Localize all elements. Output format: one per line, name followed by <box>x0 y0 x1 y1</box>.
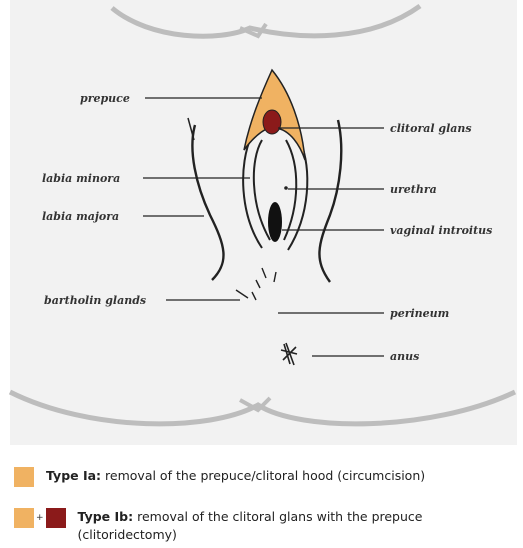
label-urethra: urethra <box>390 183 437 196</box>
legend-type-ia: Type Ia: <box>46 468 101 483</box>
plus-sign: + <box>36 508 44 528</box>
label-perineum: perineum <box>390 307 449 320</box>
legend-item-type-ia: Type Ia: removal of the prepuce/clitoral… <box>14 467 425 487</box>
prepuce-swatch <box>14 467 34 487</box>
anatomy-diagram: prepuce clitoral glans labia minora uret… <box>0 0 523 445</box>
anus-shape <box>281 343 297 365</box>
label-prepuce: prepuce <box>80 92 130 105</box>
vaginal-introitus-shape <box>268 202 282 242</box>
legend-type-ib: Type Ib: <box>78 509 134 524</box>
legend-text-ia: Type Ia: removal of the prepuce/clitoral… <box>46 467 425 485</box>
label-anus: anus <box>390 350 419 363</box>
label-labia-minora: labia minora <box>42 172 120 185</box>
label-labia-majora: labia majora <box>42 210 119 223</box>
labia-minora-right <box>284 140 296 240</box>
label-bartholin-glands: bartholin glands <box>44 294 146 307</box>
upper-body-outline <box>112 6 420 36</box>
label-clitoral-glans: clitoral glans <box>390 122 472 135</box>
legend-text-ib: Type Ib: removal of the clitoral glans w… <box>78 508 498 544</box>
label-vaginal-introitus: vaginal introitus <box>390 224 492 237</box>
labia-minora-left <box>254 140 270 240</box>
prepuce-swatch <box>14 508 34 528</box>
inner-fold-left <box>243 135 262 248</box>
urethra-point <box>284 186 288 190</box>
perineum-mark <box>256 268 276 288</box>
bartholin-mark <box>236 290 256 300</box>
clitoral-glans-shape <box>263 110 281 134</box>
labia-majora-left <box>192 125 223 280</box>
legend-item-type-ib: + Type Ib: removal of the clitoral glans… <box>14 508 498 544</box>
legend-desc-ia: removal of the prepuce/clitoral hood (ci… <box>105 468 425 483</box>
labia-majora-right <box>319 120 341 282</box>
glans-swatch <box>46 508 66 528</box>
